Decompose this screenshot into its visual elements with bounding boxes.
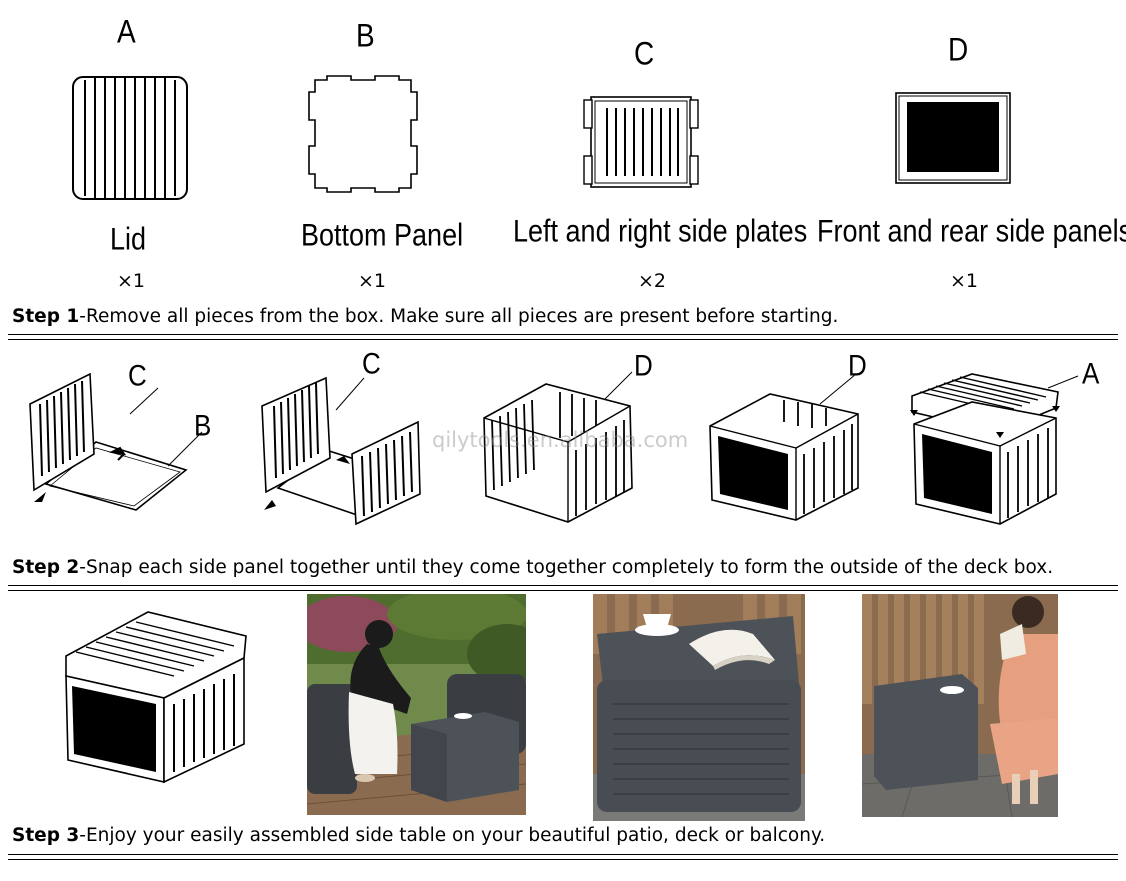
part-b-letter: B [356,17,375,54]
divider [8,339,1118,340]
lid-drawing [72,76,188,200]
assembly-figure-4 [709,373,859,521]
assembly-figure-3 [483,371,633,523]
part-d-letter: D [948,31,969,68]
step-1-instruction: Step 1-Remove all pieces from the box. M… [12,306,838,327]
step-2-instruction: Step 2-Snap each side panel together unt… [12,557,1053,578]
step-2-label: Step 2 [12,557,80,578]
step-2-text: -Snap each side panel together until the… [79,557,1054,578]
assembly-figure-2 [261,376,421,526]
part-d-qty: ×1 [950,270,979,292]
part-a-letter: A [117,13,136,50]
step-3-instruction: Step 3-Enjoy your easily assembled side … [12,825,825,846]
bottom-panel-drawing [308,75,418,193]
part-c-name: Left and right side plates [513,213,808,249]
callout-c: C [362,345,381,381]
divider [8,859,1118,860]
photo-table-closeup [593,594,805,821]
callout-c: C [128,357,147,393]
assembly-figure-1 [29,372,203,511]
side-plate-drawing [583,96,699,188]
callout-a: A [1082,355,1100,391]
photo-garden-woman [307,594,526,815]
callout-b: B [194,407,212,443]
step-3-text: -Enjoy your easily assembled side table … [79,825,826,846]
watermark: qilytools.en.alibaba.com [432,428,689,452]
part-a-qty: ×1 [117,270,146,292]
part-c-qty: ×2 [638,270,667,292]
divider [8,585,1118,586]
part-c-letter: C [634,35,655,72]
step-1-text: -Remove all pieces from the box. Make su… [79,306,839,327]
callout-d: D [634,347,653,383]
part-b-name: Bottom Panel [301,217,464,253]
divider [8,854,1118,855]
divider [8,334,1118,335]
finished-box-drawing [65,611,247,784]
part-a-name: Lid [110,221,147,257]
callout-d: D [848,347,867,383]
step-3-label: Step 3 [12,825,80,846]
assembly-figure-5 [910,373,1079,525]
photo-woman-reading [862,594,1058,817]
part-d-name: Front and rear side panels [817,213,1126,249]
step-1-label: Step 1 [12,306,80,327]
front-panel-drawing [895,92,1011,184]
divider [8,590,1118,591]
part-b-qty: ×1 [358,270,387,292]
